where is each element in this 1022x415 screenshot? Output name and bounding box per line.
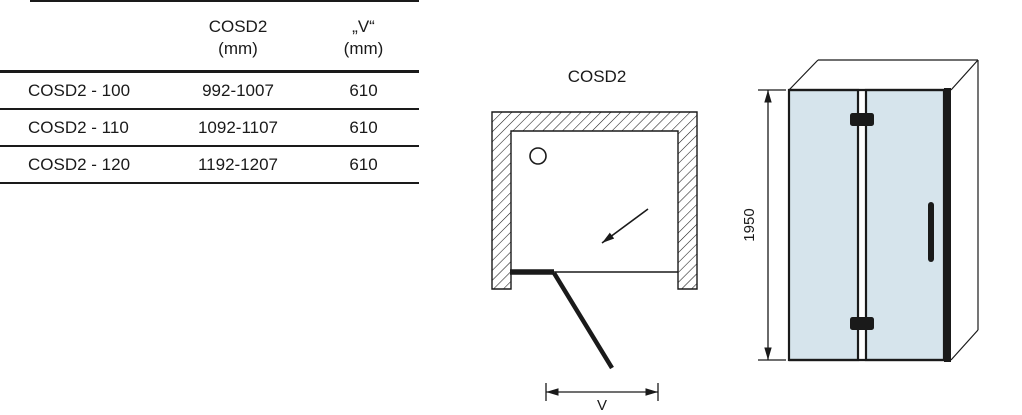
header-v-mm: „V“ (mm) <box>308 16 419 60</box>
model-cell: COSD2 - 100 <box>28 80 131 100</box>
perspective-outline <box>788 59 979 361</box>
door-handle <box>928 202 934 262</box>
table-header-row: COSD2 (mm) „V“ (mm) <box>0 0 419 73</box>
elevation-view: 1950 <box>741 59 979 362</box>
header-v-line2: (mm) <box>343 39 384 58</box>
door-hinge-bottom <box>850 317 874 330</box>
table-row: COSD2 - 100 992-1007 610 <box>0 73 419 110</box>
depth-edge-bottom-right <box>950 329 979 361</box>
plan-view-title: COSD2 <box>568 67 627 86</box>
height-dimension: 1950 <box>741 89 786 361</box>
depth-edge-top-left <box>788 59 819 91</box>
v-value-cell: 610 <box>349 80 378 100</box>
wall-profile <box>944 88 951 362</box>
table-row: COSD2 - 120 1192-1207 610 <box>0 147 419 184</box>
v-dimension: V <box>545 383 659 414</box>
height-dimension-label: 1950 <box>741 208 758 241</box>
width-range-cell: 1092-1107 <box>197 117 279 137</box>
spec-table: COSD2 (mm) „V“ (mm) COSD2 - 100 992-1007… <box>0 0 419 184</box>
drain-circle <box>529 147 547 165</box>
header-cosd2-line1: COSD2 <box>208 17 268 36</box>
plan-view: COSD2 V <box>491 67 698 414</box>
v-dimension-label: V <box>597 397 607 414</box>
wall-section <box>491 111 698 290</box>
table-row: COSD2 - 110 1092-1107 610 <box>0 110 419 147</box>
model-cell: COSD2 - 110 <box>28 117 129 137</box>
table-top-border <box>30 0 419 2</box>
door-panel-plan <box>552 271 614 370</box>
door-swing-arrow <box>601 208 649 244</box>
header-cosd2-mm: COSD2 (mm) <box>168 16 308 60</box>
v-value-cell: 610 <box>349 117 378 137</box>
v-value-cell: 610 <box>349 154 378 174</box>
door-hinge-top <box>850 113 874 126</box>
header-cosd2-line2: (mm) <box>218 39 258 58</box>
width-range-cell: 1192-1207 <box>197 154 279 174</box>
width-range-cell: 992-1007 <box>202 80 274 100</box>
model-cell: COSD2 - 120 <box>28 154 131 174</box>
header-v-line1: „V“ <box>352 17 375 36</box>
door-glass-panel <box>787 88 860 362</box>
depth-edge-top-right <box>950 59 979 91</box>
